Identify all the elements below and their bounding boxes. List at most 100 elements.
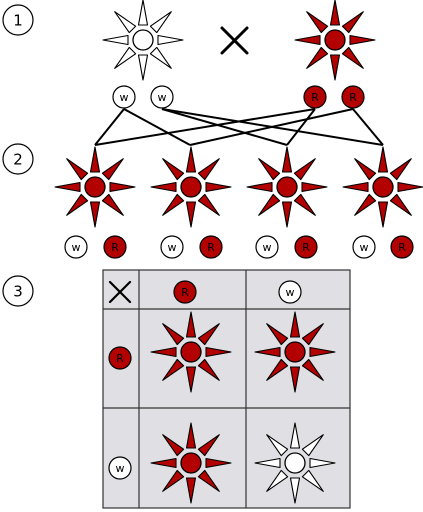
- petal: [150, 457, 177, 469]
- petal: [185, 366, 197, 393]
- step-label-2: 2: [2, 143, 34, 175]
- petal: [258, 158, 281, 181]
- petal: [389, 193, 412, 216]
- petal: [197, 469, 220, 492]
- allele-label: w: [72, 241, 81, 254]
- allele-circle: [160, 235, 184, 259]
- petal: [301, 434, 324, 457]
- petal: [289, 477, 301, 504]
- allele-circle: [294, 235, 318, 259]
- allele-label: R: [181, 286, 189, 299]
- petal: [289, 366, 301, 393]
- petal: [109, 181, 136, 193]
- petal: [266, 358, 289, 381]
- allele-circle: [112, 85, 136, 109]
- petal: [293, 193, 316, 216]
- svg-text:1: 1: [13, 12, 23, 30]
- f1-flower-1: [54, 146, 136, 228]
- f1-flower-3: [246, 146, 328, 228]
- allele-label: w: [360, 241, 369, 254]
- petal: [354, 193, 377, 216]
- allele-label: w: [120, 91, 129, 104]
- step-label-3: 3: [2, 275, 34, 307]
- petal: [197, 193, 220, 216]
- petal: [114, 46, 137, 69]
- flower-center: [284, 452, 306, 474]
- allele-label: R: [349, 91, 357, 104]
- petal: [185, 422, 197, 449]
- flower-center: [276, 176, 298, 198]
- petal: [246, 181, 273, 193]
- petal: [149, 46, 172, 69]
- petal: [309, 457, 336, 469]
- punnett-cell-rw: [254, 311, 336, 393]
- petal: [377, 201, 389, 228]
- allele-label: w: [168, 241, 177, 254]
- petal: [281, 146, 293, 173]
- f1-allele-3w: w: [255, 235, 279, 259]
- allele-circle: [278, 280, 302, 304]
- punnett-cross-icon: [108, 280, 132, 304]
- petal: [306, 11, 329, 34]
- petal: [162, 469, 185, 492]
- petal: [397, 181, 423, 193]
- petal: [54, 181, 81, 193]
- punnett-row-header-w: w: [108, 456, 132, 480]
- allele-label: R: [398, 241, 406, 254]
- petal: [157, 34, 184, 46]
- allele-circle: [64, 235, 88, 259]
- petal: [137, 0, 149, 26]
- allele-circle: [173, 280, 197, 304]
- f1-flower-4: [342, 146, 423, 228]
- petal: [185, 311, 197, 338]
- punnett-cell-rr: [150, 311, 232, 393]
- petal: [102, 34, 129, 46]
- petal: [289, 311, 301, 338]
- petal: [197, 323, 220, 346]
- flower-center: [324, 29, 346, 51]
- petal: [185, 201, 197, 228]
- allele-circle: [303, 85, 327, 109]
- punnett-row-header-r: R: [108, 346, 132, 370]
- petal: [205, 181, 232, 193]
- punnett-cell-ww: [254, 422, 336, 504]
- parent-flower-red: [294, 0, 376, 81]
- petal: [289, 422, 301, 449]
- flower-center: [84, 176, 106, 198]
- punnett-column-header-r: R: [173, 280, 197, 304]
- f1-allele-1r: R: [103, 235, 127, 259]
- allele-circle: [199, 235, 223, 259]
- inheritance-lines: [94, 108, 384, 146]
- petal: [150, 346, 177, 358]
- petal: [89, 146, 101, 173]
- allele-label: w: [263, 241, 272, 254]
- petal: [341, 11, 364, 34]
- allele-circle: [390, 235, 414, 259]
- f1-allele-2w: w: [160, 235, 184, 259]
- parent-allele-r1: R: [303, 85, 327, 109]
- petal: [266, 469, 289, 492]
- allele-circle: [108, 346, 132, 370]
- petal: [293, 158, 316, 181]
- petal: [254, 457, 281, 469]
- f1-allele-2r: R: [199, 235, 223, 259]
- petal: [301, 469, 324, 492]
- allele-circle: [341, 85, 365, 109]
- petal: [301, 181, 328, 193]
- petal: [185, 477, 197, 504]
- allele-label: R: [207, 241, 215, 254]
- f1-flower-2: [150, 146, 232, 228]
- petal: [377, 146, 389, 173]
- step-label-1: 1: [2, 4, 34, 36]
- petal: [185, 146, 197, 173]
- petal: [281, 201, 293, 228]
- svg-text:2: 2: [13, 151, 23, 169]
- petal: [89, 201, 101, 228]
- petal: [266, 323, 289, 346]
- petal: [114, 11, 137, 34]
- petal: [389, 158, 412, 181]
- petal: [301, 323, 324, 346]
- petal: [150, 181, 177, 193]
- petal: [205, 346, 232, 358]
